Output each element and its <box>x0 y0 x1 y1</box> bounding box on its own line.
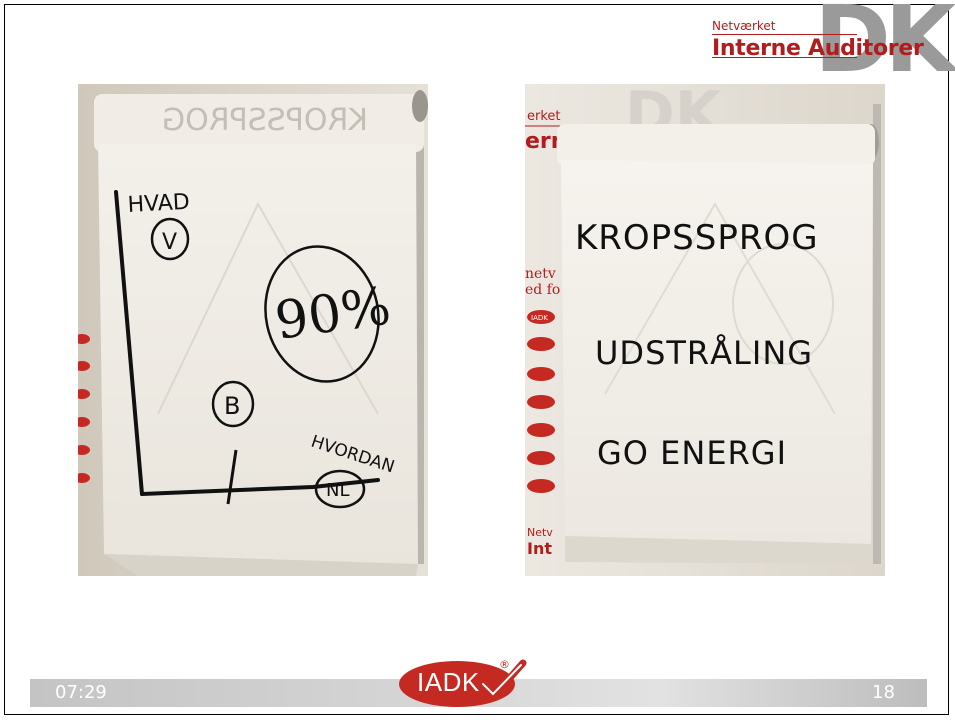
logo-small-text: Netværket <box>712 19 776 33</box>
bg-poster-text-4: ed fo <box>525 282 560 298</box>
registered-mark: ® <box>499 658 510 671</box>
iadk-logo-oval <box>399 661 515 707</box>
logo-dk-letters: DK <box>814 0 955 93</box>
bg-poster-text-1: erket <box>527 109 561 124</box>
logo-rule-bottom <box>712 57 857 58</box>
footer-time: 07:29 <box>55 682 107 703</box>
logo-main-text: Interne Auditorer <box>712 36 924 61</box>
photo-flipchart-diagram: KROPSSPROG HVAD V 90% B HVORDAN NL <box>78 84 428 576</box>
mirrored-text: KROPSSPROG <box>162 103 368 138</box>
bg-badge-text: IADK <box>531 314 548 322</box>
circle-b-label: B <box>224 392 240 420</box>
bg-poster-text-3: netv <box>525 266 556 282</box>
logo-rule-top <box>712 34 857 35</box>
bg-poster-text-6: Int <box>527 539 552 558</box>
checkmark-icon <box>477 659 527 701</box>
iadk-logo: IADK ® <box>399 657 539 707</box>
iadk-logo-text: IADK <box>417 667 480 697</box>
circle-nl-label: NL <box>326 480 350 501</box>
axis-y-label: HVAD <box>127 190 190 218</box>
flipchart-line-3: GO ENERGI <box>597 434 787 472</box>
circle-v-label: V <box>162 230 177 255</box>
flipchart-line-1: KROPSSPROG <box>575 218 819 258</box>
photo-flipchart-text: erket ern DK netv ed fo IADK Netv Int KR… <box>525 84 885 576</box>
bg-poster-text-5: Netv <box>527 526 553 539</box>
slide-number: 18 <box>872 682 895 703</box>
netvaerket-logo: DK Netværket Interne Auditorer <box>712 0 955 86</box>
flipchart-line-2: UDSTRÅLING <box>595 334 813 372</box>
slide-frame <box>4 4 949 715</box>
